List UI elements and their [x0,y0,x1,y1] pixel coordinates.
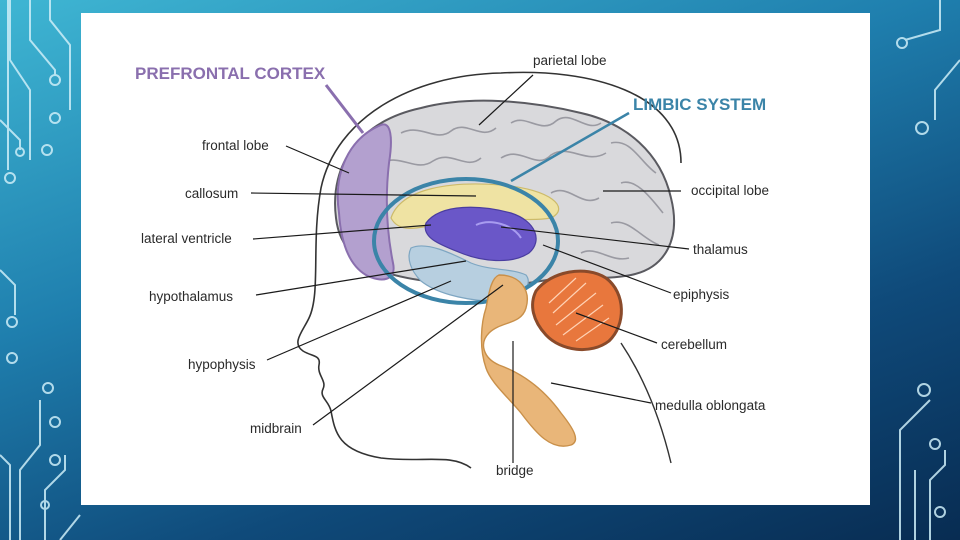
pointer-cerebellum [575,312,658,344]
pointer-epiphysis [542,244,672,294]
limbic-pointer [510,111,630,183]
label-hypothalamus: hypothalamus [149,289,233,304]
label-occipital-lobe: occipital lobe [691,183,769,198]
label-bridge: bridge [496,463,534,478]
pointer-parietal [478,74,534,126]
limbic-system-heading: LIMBIC SYSTEM [633,95,766,114]
pointer-frontal [285,145,350,174]
prefrontal-cortex-heading: PREFRONTAL CORTEX [135,64,326,83]
label-thalamus: thalamus [693,242,748,257]
ventricle-region [424,206,537,262]
pointer-midbrain [312,284,504,426]
label-midbrain: midbrain [250,421,302,436]
brainstem [480,274,577,447]
label-lateral-ventricle: lateral ventricle [141,231,232,246]
label-epiphysis: epiphysis [673,287,730,302]
diagram-card: PREFRONTAL CORTEX LIMBIC SYSTEM parietal… [81,13,870,505]
neck-outline [620,342,672,464]
label-hypophysis: hypophysis [188,357,256,372]
pointer-hypophysis [266,280,452,361]
pointer-lateral-ventricle [252,224,432,240]
prefrontal-region [336,123,395,281]
pointer-medulla [550,382,652,404]
pointer-thalamus [500,226,690,250]
label-cerebellum: cerebellum [661,337,727,352]
pointer-hypothalamus [255,260,467,296]
label-parietal-lobe: parietal lobe [533,53,607,68]
label-callosum: callosum [185,186,238,201]
cerebellum-region [531,269,623,352]
label-frontal-lobe: frontal lobe [202,138,269,153]
brain-diagram: PREFRONTAL CORTEX LIMBIC SYSTEM parietal… [135,53,769,478]
prefrontal-pointer [324,84,365,134]
head-outline [297,71,682,469]
limbic-ring [372,177,560,305]
label-medulla-oblongata: medulla oblongata [655,398,766,413]
pointer-callosum [250,192,477,197]
